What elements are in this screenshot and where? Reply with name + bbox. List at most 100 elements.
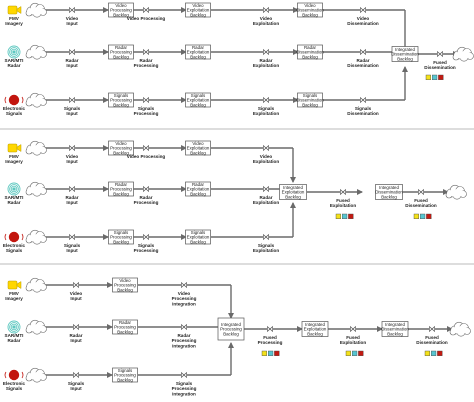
status-square [425, 74, 432, 81]
stage-label: Video [178, 291, 191, 296]
stage-label: Fused [263, 335, 277, 340]
stage-label: Processing [134, 63, 159, 68]
backlog-box-label: Video [192, 3, 204, 8]
backlog-box [108, 2, 134, 18]
cloud-fill [447, 189, 465, 197]
stage-label: Fused [346, 335, 360, 340]
source-label: Electronic [3, 243, 26, 248]
signal-dot [8, 231, 20, 243]
camera-lens [16, 144, 22, 152]
stage-label: Signals [176, 381, 193, 386]
stage-label: Processing [258, 340, 283, 345]
backlog-box-label: Dissemination [296, 50, 324, 55]
stage-label: Dissemination [405, 203, 437, 208]
status-square [345, 350, 352, 357]
camera-body [7, 5, 18, 15]
backlog-box-label: Dissemination [381, 327, 409, 332]
valve-icon [143, 185, 149, 193]
valve-icon [69, 185, 75, 193]
signal-wave [4, 371, 7, 379]
backlog-box-label: Video [192, 141, 204, 146]
stage-label: Signals [64, 106, 81, 111]
stage-label: Radar [259, 195, 272, 200]
backlog-box-label: Processing [110, 235, 132, 240]
stage-label: Processing [134, 248, 159, 253]
radar-ring [10, 48, 18, 56]
backlog-box-label: Exploitation [304, 327, 327, 332]
signal-wave [21, 371, 24, 379]
source-label: Radar [7, 338, 20, 343]
stage-label: Signals [138, 243, 155, 248]
camera-body [7, 280, 18, 290]
backlog-box-label: Backlog [190, 102, 206, 107]
valve-icon [143, 6, 149, 14]
stage-label: Dissemination [347, 111, 379, 116]
cloud-icon [25, 2, 47, 18]
valve-icon [360, 6, 366, 14]
backlog-box [108, 229, 134, 245]
status-square [268, 350, 274, 357]
backlog-box-label: Processing [110, 8, 132, 13]
backlog-box-label: Dissemination [296, 8, 324, 13]
source-label: SAR/MTI [5, 58, 24, 63]
source-label: Signals [6, 111, 23, 116]
signal-wave [21, 96, 24, 104]
valve-icon [263, 48, 269, 56]
source-label: Electronic [3, 381, 26, 386]
backlog-box-label: Backlog [387, 331, 403, 336]
stage-label: Dissemination [424, 65, 456, 70]
backlog-box-label: Backlog [117, 377, 133, 382]
backlog-box-label: Backlog [190, 191, 206, 196]
backlog-box-label: Backlog [302, 12, 318, 17]
status-square [342, 213, 348, 220]
backlog-box-label: Processing [110, 187, 132, 192]
backlog-box [217, 317, 245, 341]
source-label: FMV [9, 291, 20, 296]
stage-label: Radar [139, 58, 152, 63]
stage-label: Integration [172, 301, 196, 306]
signal-wave [4, 96, 7, 104]
stage-label: Video [357, 16, 370, 21]
status-square [424, 350, 431, 357]
stage-label: Input [66, 63, 78, 68]
valve-icon [143, 96, 149, 104]
stage-label: Video Processing [127, 154, 166, 159]
status-square [432, 74, 438, 81]
valve-icon [437, 50, 443, 58]
valve-icon [69, 233, 75, 241]
stage-label: Video [260, 16, 273, 21]
stage-label: Dissemination [347, 63, 379, 68]
cloud-icon [25, 181, 47, 197]
backlog-box [112, 367, 138, 383]
backlog-box-label: Backlog [113, 12, 129, 17]
source-label: FMV [9, 154, 20, 159]
radar-ring [7, 45, 21, 59]
source-label: Signals [6, 386, 23, 391]
cloud-icon [25, 229, 47, 245]
backlog-box-label: Integrated [283, 185, 303, 190]
cloud-icon [449, 321, 471, 337]
backlog-box-label: Signals [191, 230, 206, 235]
valve-icon [340, 188, 346, 196]
backlog-box-label: Backlog [397, 56, 413, 61]
valve-icon [263, 144, 269, 152]
backlog-box-label: Signals [191, 93, 206, 98]
stage-label: Processing [134, 200, 159, 205]
backlog-box-label: Exploitation [187, 146, 210, 151]
backlog-box-label: Backlog [285, 194, 301, 199]
backlog-box-label: Backlog [190, 54, 206, 59]
source-label: SAR/MTI [5, 333, 24, 338]
valve-icon [418, 188, 424, 196]
stage-label: Input [66, 248, 78, 253]
backlog-box-label: Dissemination [391, 52, 419, 57]
cloud-icon [25, 277, 47, 293]
source-label: Radar [7, 200, 20, 205]
signal-wave [21, 233, 24, 241]
stage-label: Processing [172, 338, 197, 343]
video-camera-icon [7, 5, 22, 15]
backlog-box-label: Backlog [381, 194, 397, 199]
valve-icon [73, 371, 79, 379]
stage-label: Signals [258, 106, 275, 111]
